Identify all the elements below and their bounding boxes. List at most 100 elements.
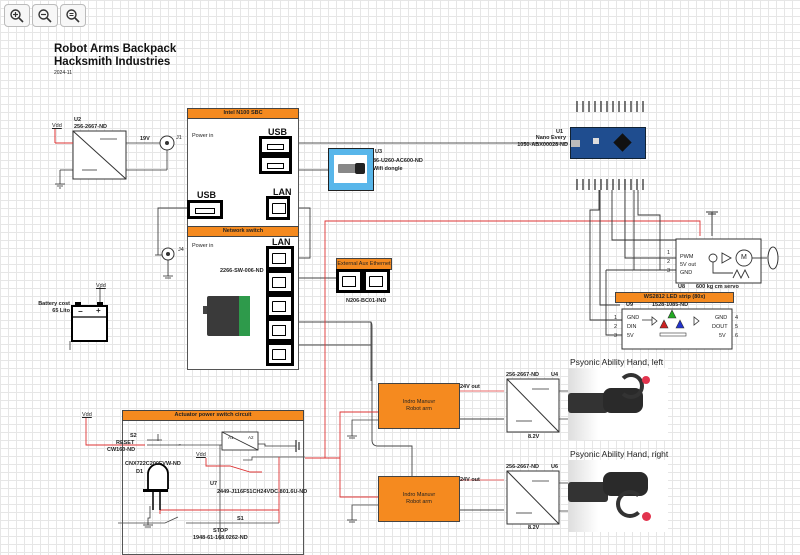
switch-title: Network switch bbox=[187, 226, 299, 237]
hand-right-title: Psyonic Ability Hand, right bbox=[570, 449, 669, 459]
zoom-out-button[interactable] bbox=[32, 4, 58, 27]
led-right-pin-5: 5 bbox=[735, 324, 739, 330]
battery-minus: − bbox=[78, 307, 83, 316]
d1-led bbox=[147, 463, 169, 489]
zoom-fit-icon bbox=[66, 8, 80, 23]
battery-label-2: 65 Lito bbox=[52, 308, 70, 314]
wifi-dongle-image bbox=[328, 148, 374, 191]
robot-arm-2-label-2: Robot arm bbox=[406, 499, 432, 505]
servo-pin-1: 1 bbox=[667, 250, 671, 256]
switch-lan-label: LAN bbox=[272, 237, 291, 247]
switch-lan-port-5[interactable] bbox=[266, 342, 294, 366]
switch-lan-port-4[interactable] bbox=[266, 318, 294, 342]
battery-vdd: Vdd bbox=[96, 283, 106, 289]
switch-lan-port-3[interactable] bbox=[266, 294, 294, 318]
sbc-usb-top-label: USB bbox=[268, 127, 288, 137]
nano-every-board bbox=[570, 127, 646, 159]
u2-ref: U2 bbox=[74, 117, 82, 123]
j1-label: J1 bbox=[176, 135, 182, 141]
battery-plus: + bbox=[96, 306, 101, 315]
led-title: WS2812 LED strip (80x) bbox=[615, 292, 734, 303]
u2-part: 256-2667-ND bbox=[74, 124, 108, 130]
sbc-lan-port[interactable] bbox=[266, 196, 290, 220]
u2-out-voltage: 19V bbox=[140, 136, 150, 142]
switch-lan-port-2[interactable] bbox=[266, 270, 294, 294]
nano-ref: U1 bbox=[556, 129, 564, 135]
s2-part: CW160-ND bbox=[107, 447, 136, 453]
s1-ref: S1 bbox=[237, 516, 244, 522]
servo-pin-label-gnd: GND bbox=[680, 270, 693, 276]
servo-pin-label-5v: 5V out bbox=[680, 262, 696, 268]
relay-a2: A2 bbox=[248, 435, 254, 440]
u7-ref: U7 bbox=[210, 481, 218, 487]
sbc-usb-left-label: USB bbox=[197, 190, 217, 200]
nano-pins bbox=[576, 101, 644, 190]
robot-arm-1-out: 24V out bbox=[460, 384, 480, 390]
led-part: 1528-1085-ND bbox=[652, 302, 689, 308]
servo-ref: U8 bbox=[678, 284, 686, 290]
diagram-date: 2024-11 bbox=[54, 70, 72, 76]
wifi-desc: Wifi dongle bbox=[373, 166, 403, 172]
wifi-part: 86-U260-AC600-ND bbox=[373, 158, 423, 164]
s2-name: RESET bbox=[116, 440, 135, 446]
switch-part: 2266-SW-006-ND bbox=[220, 268, 264, 274]
d1-ref: D1 bbox=[136, 469, 144, 475]
switch-lan-port-1[interactable] bbox=[266, 246, 294, 270]
led-right-pin-4: 4 bbox=[735, 315, 739, 321]
wifi-ref: U3 bbox=[375, 149, 383, 155]
u2-vdd: Vdd bbox=[52, 123, 62, 129]
led-left-label-din: DIN bbox=[627, 324, 637, 330]
j4-label: J4 bbox=[178, 247, 184, 253]
robot-arm-1-label-2: Robot arm bbox=[406, 406, 432, 412]
zoom-out-icon bbox=[38, 8, 52, 23]
ext-eth-port-1[interactable] bbox=[336, 269, 363, 293]
sbc-title: Intel N100 SBC bbox=[187, 108, 299, 119]
robot-arm-1-label-1: Indro Manuvr bbox=[402, 399, 436, 405]
ext-eth-title: External Aux Ethernet bbox=[336, 258, 392, 270]
nano-part: 1050-ABX00028-ND bbox=[517, 142, 568, 148]
relay-a1: A1 bbox=[228, 435, 234, 440]
sbc-usb-port-2[interactable] bbox=[259, 155, 292, 174]
actuator-vdd: Vdd bbox=[82, 412, 92, 418]
s1-part: 1948-61-168.0262-ND bbox=[193, 535, 248, 541]
led-ref: U9 bbox=[626, 302, 634, 308]
sbc-usb-port-1[interactable] bbox=[259, 136, 292, 155]
hand-left-image bbox=[568, 368, 668, 440]
led-right-label-gnd: GND bbox=[715, 315, 728, 321]
led-left-pin-3: 3 bbox=[614, 333, 618, 339]
led-right-pin-6: 6 bbox=[735, 333, 739, 339]
sbc-usb-port-left[interactable] bbox=[187, 200, 223, 219]
robot-arm-2: Indro Manuvr Robot arm bbox=[378, 476, 460, 522]
ext-eth-port-2[interactable] bbox=[363, 269, 390, 293]
switch-power-in: Power in bbox=[192, 243, 214, 249]
diagram-company: Hacksmith Industries bbox=[54, 56, 171, 68]
hand-right-image bbox=[568, 460, 668, 532]
u6-voltage: 8.2V bbox=[528, 525, 540, 531]
u6-ref: U6 bbox=[551, 464, 559, 470]
servo-motor-label: M bbox=[741, 254, 747, 261]
sbc-lan-label: LAN bbox=[273, 187, 292, 197]
s1-name: STOP bbox=[213, 528, 228, 534]
led-left-pin-1: 1 bbox=[614, 315, 618, 321]
nano-name: Nano Every bbox=[535, 135, 566, 141]
u7-vdd: Vdd bbox=[196, 452, 206, 458]
actuator-title: Actuator power switch circuit bbox=[122, 410, 304, 421]
sbc-power-in: Power in bbox=[192, 133, 214, 139]
switch-device-image bbox=[203, 296, 250, 336]
led-left-label-gnd: GND bbox=[627, 315, 640, 321]
u4-voltage: 8.2V bbox=[528, 434, 540, 440]
u6-part: 256-2667-ND bbox=[506, 464, 540, 470]
ext-eth-part: N206-BC01-IND bbox=[346, 298, 387, 304]
zoom-fit-button[interactable] bbox=[60, 4, 86, 27]
u4-part: 256-2667-ND bbox=[506, 372, 540, 378]
u7-part: 2449-J116F51CH24VDC.801.6U-ND bbox=[217, 489, 308, 495]
zoom-in-button[interactable] bbox=[4, 4, 30, 27]
robot-arm-2-out: 24V out bbox=[460, 477, 480, 483]
servo-pin-2: 2 bbox=[667, 259, 671, 265]
robot-arm-1: Indro Manuvr Robot arm bbox=[378, 383, 460, 429]
s2-ref: S2 bbox=[130, 433, 137, 439]
diagram-title: Robot Arms Backpack bbox=[54, 43, 177, 55]
led-right-label-5v: 5V bbox=[719, 333, 726, 339]
servo-desc: 600 kg cm servo bbox=[696, 284, 739, 290]
